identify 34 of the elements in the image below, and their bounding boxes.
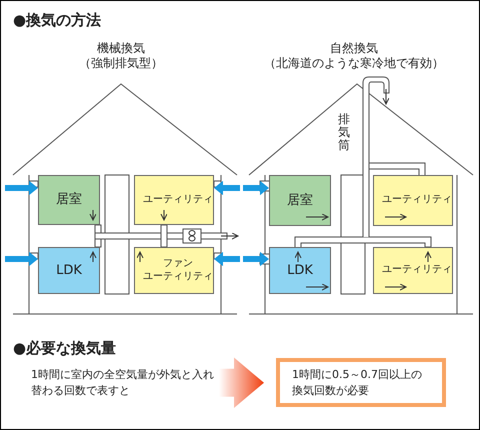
heading: ●必要な換気量 bbox=[13, 338, 116, 359]
air-inlet-arrow bbox=[5, 180, 38, 196]
room-label: 1時間に0.5～0.7回以上の換気回数が必要 bbox=[292, 366, 423, 398]
heading: ●換気の方法 bbox=[13, 10, 102, 31]
caption: 自然換気 bbox=[329, 40, 379, 57]
caption: （北海道のような寒冷地で有効） bbox=[263, 55, 445, 72]
caption: 機械換気 bbox=[96, 40, 146, 57]
result-box bbox=[276, 358, 446, 407]
room-label: 居室 bbox=[287, 192, 313, 210]
air-inlet-arrow bbox=[5, 252, 38, 266]
arrow bbox=[219, 358, 264, 408]
room-label: ユーティリティ bbox=[143, 270, 213, 283]
caption: （強制排気型） bbox=[78, 55, 164, 72]
room-label: ユーティリティ bbox=[143, 194, 213, 206]
air-inlet-arrow bbox=[243, 180, 269, 196]
room-label: ユーティリティ bbox=[382, 264, 452, 277]
room-box bbox=[38, 175, 100, 225]
room-label: LDK bbox=[56, 262, 82, 280]
room-label: 1時間に室内の全空気量が外気と入れ替わる回数で表すと bbox=[31, 367, 215, 399]
room-label: ファン bbox=[163, 258, 193, 270]
room-box bbox=[269, 247, 331, 294]
room-box bbox=[373, 175, 453, 226]
room-box bbox=[134, 175, 214, 225]
vertical-label: 排気筒 bbox=[338, 113, 350, 153]
air-inlet-arrow bbox=[243, 252, 269, 266]
room-label: 居室 bbox=[56, 191, 82, 210]
room-box bbox=[134, 247, 214, 294]
room-box bbox=[38, 247, 100, 294]
room-box bbox=[269, 175, 331, 226]
room-label: ユーティリティ bbox=[382, 194, 452, 207]
room-box bbox=[373, 247, 453, 294]
room-label: LDK bbox=[287, 262, 313, 280]
air-inlet-arrow bbox=[214, 180, 240, 196]
air-inlet-arrow bbox=[214, 252, 240, 266]
